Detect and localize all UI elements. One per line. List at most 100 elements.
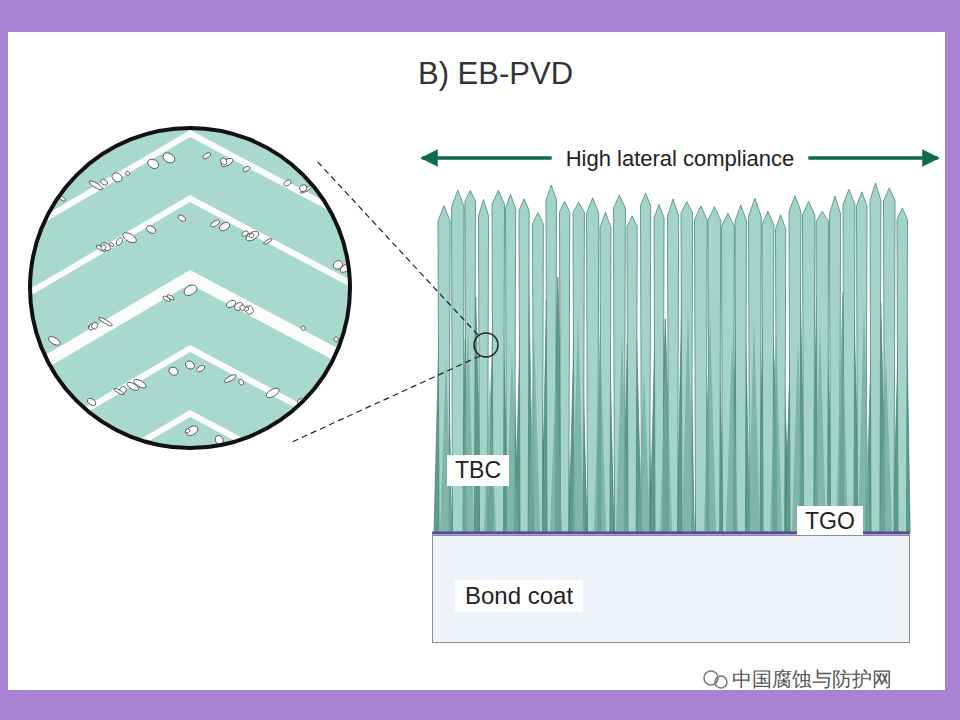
- column-shade: [660, 345, 672, 532]
- intercolumn-gap: [20, 410, 360, 517]
- pore: [210, 219, 221, 228]
- pore: [257, 450, 266, 457]
- zoom-circle-border: [30, 128, 350, 448]
- pore: [244, 304, 255, 315]
- column-shade: [814, 326, 826, 532]
- pore: [325, 408, 333, 416]
- pore: [129, 446, 141, 455]
- pore: [239, 304, 246, 311]
- arrow-right: [808, 156, 938, 160]
- column: [560, 201, 570, 532]
- column-shade: [462, 324, 474, 532]
- pore: [125, 171, 131, 176]
- column-shade: [726, 339, 738, 532]
- pore: [182, 283, 199, 298]
- pore: [86, 397, 97, 407]
- pore: [100, 244, 107, 251]
- pore: [122, 448, 136, 458]
- pore: [238, 379, 245, 386]
- columns-front: [438, 183, 908, 532]
- pore: [36, 199, 50, 211]
- column-shade: [594, 328, 606, 532]
- pore: [333, 336, 339, 342]
- column-shade: [682, 307, 694, 532]
- column-shade: [616, 333, 628, 532]
- layer-label: TGO: [797, 506, 863, 537]
- column-shade: [836, 302, 848, 532]
- intercolumn-gap: [20, 270, 360, 384]
- watermark-icon: [704, 671, 727, 688]
- watermark: 中国腐蚀与防护网: [732, 666, 892, 693]
- pore: [177, 214, 187, 222]
- intercolumn-gap: [20, 345, 360, 452]
- pore: [293, 461, 308, 473]
- pore: [136, 442, 148, 454]
- column-shade: [638, 372, 650, 532]
- pore: [299, 464, 312, 474]
- pore: [218, 221, 231, 233]
- column: [749, 198, 762, 532]
- pore: [100, 178, 109, 186]
- pore: [184, 359, 196, 370]
- pore: [103, 458, 110, 464]
- pore: [98, 316, 113, 327]
- pore: [311, 467, 324, 478]
- column-shade: [880, 359, 892, 532]
- pore: [185, 428, 191, 434]
- pore: [145, 224, 157, 235]
- pore: [202, 152, 212, 160]
- pore: [115, 237, 124, 247]
- compliance-label: High lateral compliance: [558, 144, 803, 174]
- pore: [52, 478, 58, 484]
- column: [627, 216, 637, 532]
- column-shade: [858, 305, 870, 532]
- pore: [110, 171, 123, 184]
- pore: [196, 364, 206, 373]
- intercolumn-gap: [20, 195, 360, 302]
- pore: [114, 388, 125, 396]
- column: [870, 183, 881, 532]
- pore: [219, 157, 228, 166]
- pore: [310, 402, 325, 413]
- pore: [47, 335, 61, 347]
- layer-label: TBC: [447, 455, 509, 486]
- column: [519, 199, 529, 532]
- pore: [300, 325, 306, 331]
- column: [897, 208, 908, 532]
- pore: [126, 381, 140, 392]
- diagram-title: B) EB-PVD: [418, 56, 573, 92]
- column: [803, 202, 815, 532]
- pore: [88, 179, 104, 191]
- layer-name: Bond coat: [455, 580, 583, 612]
- pore: [336, 195, 348, 207]
- pore: [263, 238, 273, 245]
- pore: [298, 183, 308, 192]
- pore: [161, 151, 176, 165]
- arrow-left: [422, 156, 552, 160]
- pore: [162, 295, 171, 302]
- column-shade: [572, 314, 584, 532]
- pore: [121, 231, 138, 245]
- pore: [310, 402, 322, 413]
- pore: [184, 424, 199, 438]
- pore: [340, 478, 352, 488]
- column-shade: [440, 359, 452, 532]
- zoom-detail: [20, 60, 360, 517]
- column-shade: [484, 373, 496, 532]
- column-shade: [704, 313, 716, 532]
- pore: [90, 321, 99, 330]
- pore: [265, 386, 281, 399]
- column-shade: [792, 341, 804, 532]
- column-shade: [550, 366, 562, 532]
- pore: [283, 179, 292, 187]
- pore: [275, 456, 287, 465]
- pore: [63, 406, 72, 416]
- column-shade: [748, 320, 760, 532]
- pore: [248, 233, 254, 239]
- bond-coat-layer: Bond coat: [432, 535, 910, 643]
- column-shade: [528, 332, 540, 532]
- column: [695, 206, 708, 532]
- pore: [225, 299, 237, 309]
- pore: [146, 157, 160, 170]
- pore: [242, 165, 251, 172]
